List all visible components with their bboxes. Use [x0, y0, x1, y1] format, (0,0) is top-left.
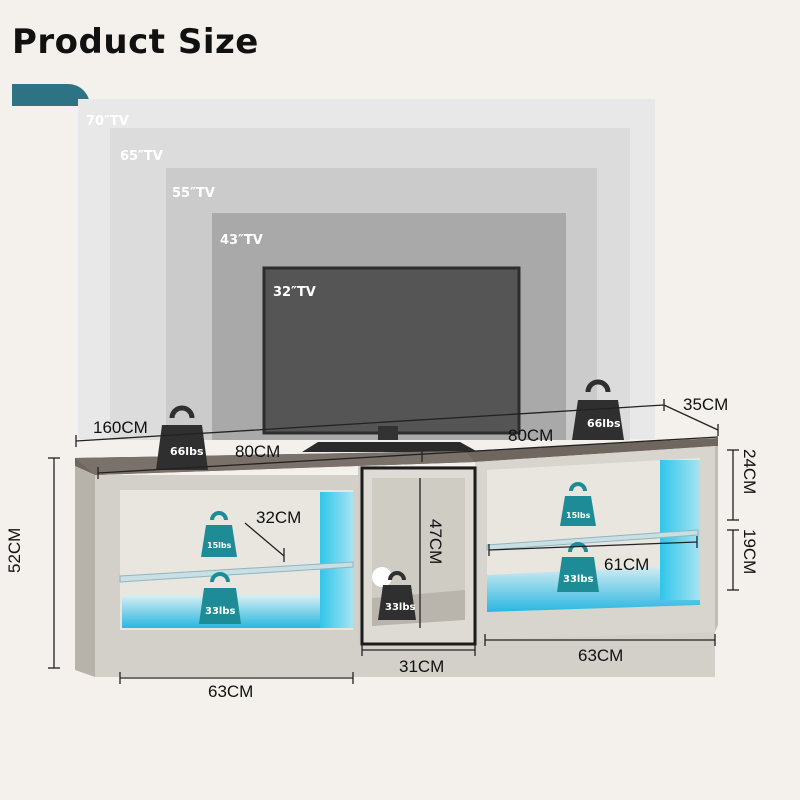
tv-70-label: 70″TV	[86, 114, 129, 129]
weight-middle-icon: 33lbs	[378, 571, 416, 620]
dim-upper-shelf: 24CM	[740, 449, 759, 494]
weight-top-left-label: 66lbs	[170, 445, 204, 458]
dim-right-shelf: 61CM	[604, 555, 649, 574]
tv-43-label: 43″TV	[220, 233, 263, 248]
dim-lower-shelf: 19CM	[740, 529, 759, 574]
tv-stand-base	[302, 442, 478, 452]
tv-55-label: 55″TV	[172, 186, 215, 201]
dim-shelf-depth: 32CM	[256, 508, 301, 527]
tv-65-label: 65″TV	[120, 149, 163, 164]
tv-32-label: 32″TV	[273, 285, 316, 300]
tv-32-screen	[262, 266, 521, 435]
middle-compartment	[358, 466, 478, 646]
dim-middle-height: 47CM	[426, 519, 445, 564]
ball-decor	[372, 567, 392, 587]
dimension-lines	[48, 399, 739, 684]
cabinet-body	[75, 466, 95, 677]
left-glass-shelf	[119, 561, 354, 583]
dim-middle-cabinet: 31CM	[399, 657, 444, 676]
weight-left-bottom-label: 33lbs	[205, 606, 236, 617]
right-glass-shelf	[486, 529, 699, 551]
dim-depth: 35CM	[683, 395, 728, 414]
dim-left-cabinet: 63CM	[208, 682, 253, 701]
left-compartment	[119, 490, 354, 670]
dim-height: 52CM	[5, 528, 24, 573]
weight-middle-label: 33lbs	[385, 602, 416, 613]
tv-stand-neck	[378, 426, 398, 440]
title-accent-bar	[12, 84, 90, 106]
dim-total-width: 160CM	[93, 418, 148, 437]
weight-left-shelf-label: 15lbs	[207, 541, 232, 550]
weight-right-lower-label: 33lbs	[563, 574, 594, 585]
weight-left-bottom-icon: 33lbs	[199, 572, 241, 624]
dim-right-cabinet: 63CM	[578, 646, 623, 665]
weight-right-shelf-label: 15lbs	[566, 511, 591, 520]
weight-left-shelf-icon: 15lbs	[201, 511, 237, 557]
weight-top-left-icon: 66lbs	[156, 405, 208, 470]
dim-half-left: 80CM	[235, 442, 280, 461]
page-title: Product Size	[12, 22, 259, 62]
dim-half-right: 80CM	[508, 426, 553, 445]
weight-top-right-label: 66lbs	[587, 417, 621, 430]
right-compartment	[486, 458, 700, 612]
weight-right-shelf-icon: 15lbs	[560, 482, 596, 526]
weight-right-lower-icon: 33lbs	[557, 542, 599, 592]
